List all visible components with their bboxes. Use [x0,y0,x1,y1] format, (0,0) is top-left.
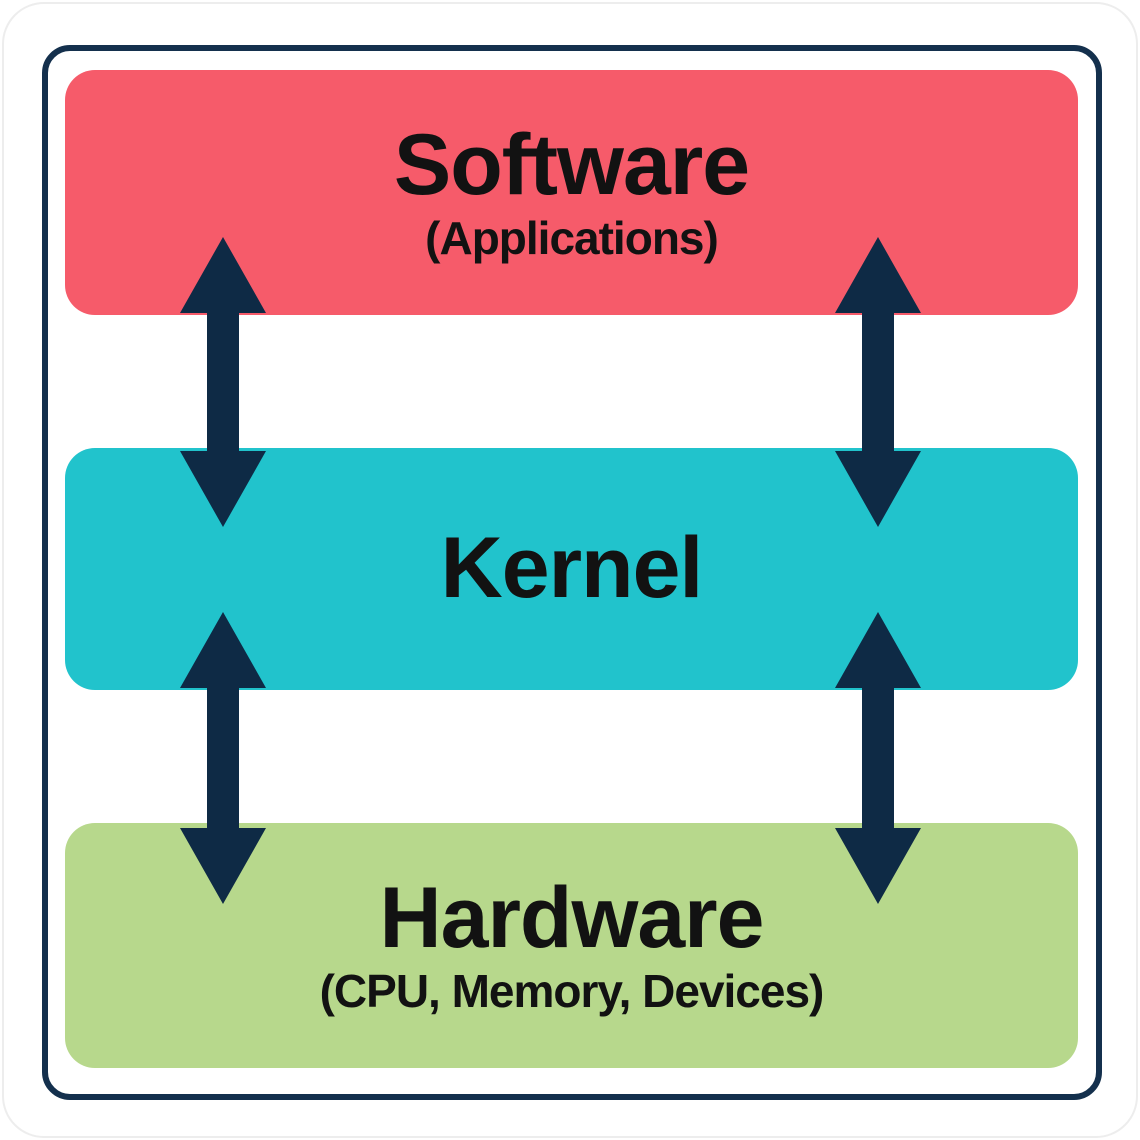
kernel-hardware-arrow-left-icon [180,612,266,904]
kernel-hardware-arrow-right-icon [835,612,921,904]
kernel-label: Kernel [440,520,704,617]
software-kernel-arrow-left-icon [180,237,266,527]
hardware-sublabel: (CPU, Memory, Devices) [319,965,825,1018]
hardware-label: Hardware [379,870,765,967]
software-label: Software [393,117,750,214]
software-kernel-arrow-right-icon [835,237,921,527]
software-sublabel: (Applications) [425,212,719,265]
layer-hardware: Hardware (CPU, Memory, Devices) [65,823,1078,1068]
